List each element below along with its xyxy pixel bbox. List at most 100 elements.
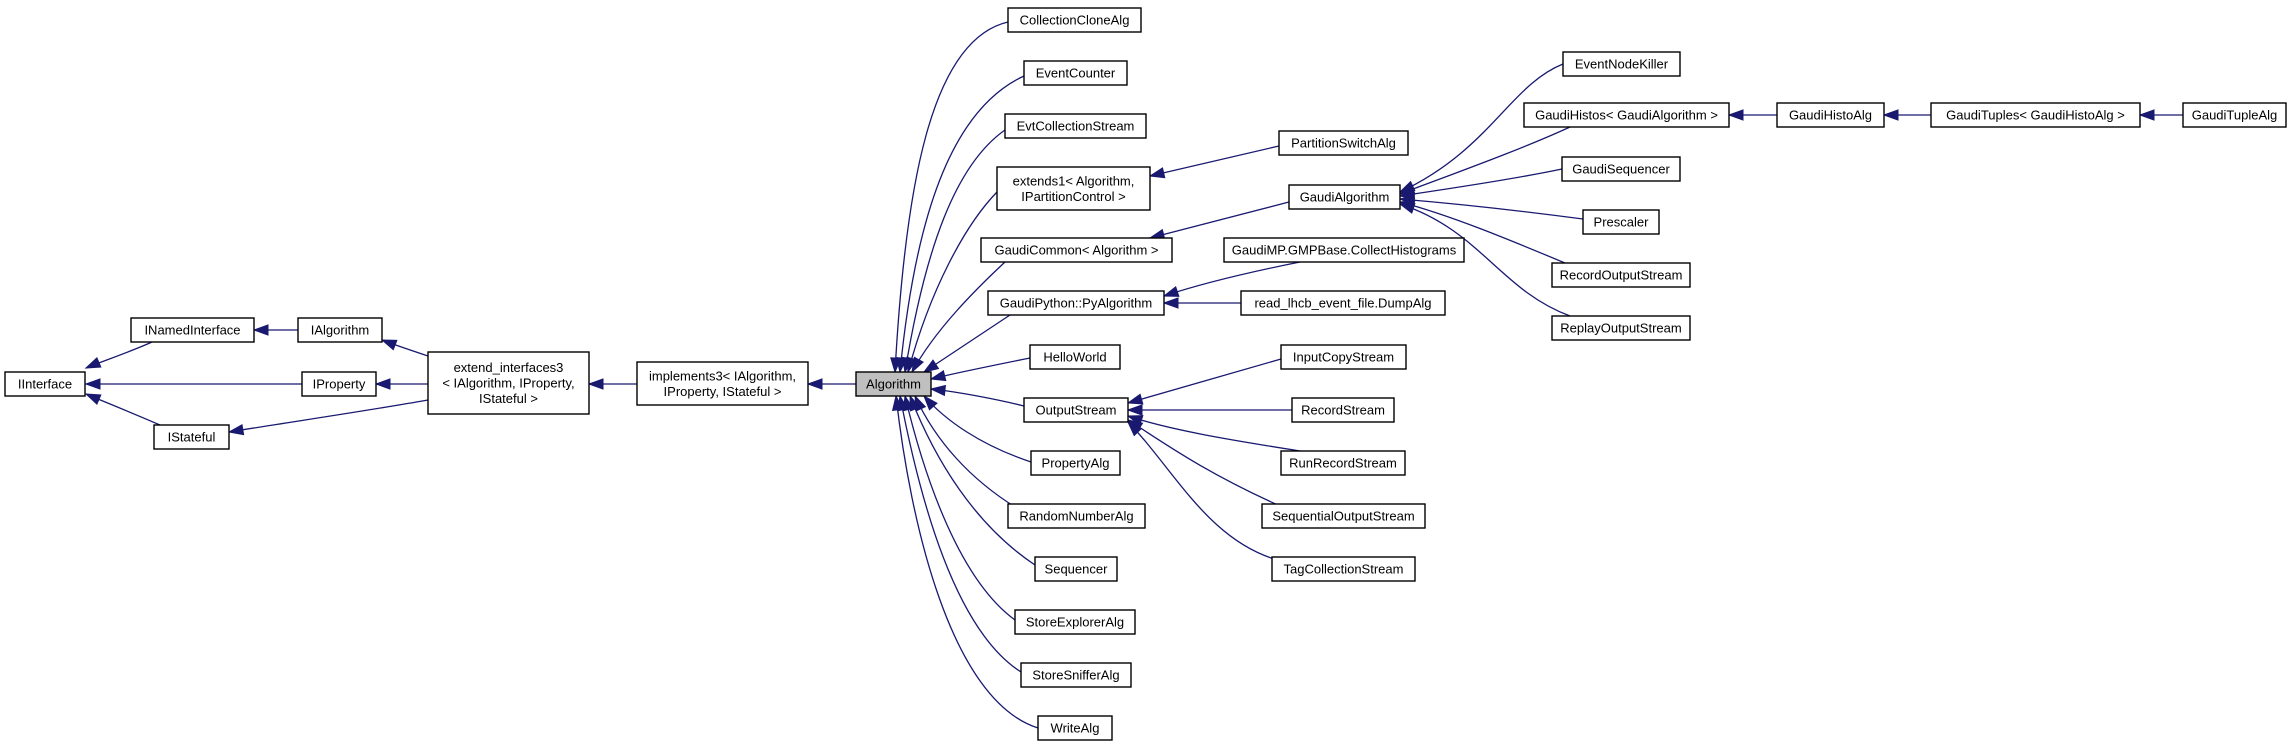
- class-node-inputcopystream[interactable]: InputCopyStream: [1280, 344, 1407, 370]
- class-node-istateful[interactable]: IStateful: [153, 424, 230, 450]
- class-box[interactable]: [130, 317, 255, 343]
- class-node-gaudisequencer[interactable]: GaudiSequencer: [1561, 156, 1681, 182]
- class-box[interactable]: [297, 317, 383, 343]
- class-box[interactable]: [427, 351, 590, 415]
- inheritance-edge-algorithm-to-implements3: [806, 378, 856, 390]
- arrowhead-icon: [929, 384, 947, 397]
- class-box[interactable]: [1023, 397, 1129, 423]
- class-box[interactable]: [1271, 556, 1416, 582]
- class-box[interactable]: [1551, 315, 1691, 341]
- class-node-eventcounter[interactable]: EventCounter: [1023, 60, 1128, 86]
- class-box[interactable]: [1037, 715, 1113, 741]
- class-box[interactable]: [987, 290, 1165, 316]
- class-box[interactable]: [980, 237, 1173, 263]
- inheritance-edge-implements3-to-extend_interfaces3: [587, 378, 637, 390]
- class-box[interactable]: [1029, 344, 1121, 370]
- class-node-gaudialgorithm[interactable]: GaudiAlgorithm: [1288, 184, 1401, 210]
- class-node-randomnumberalg[interactable]: RandomNumberAlg: [1007, 503, 1146, 529]
- class-node-helloworld[interactable]: HelloWorld: [1029, 344, 1121, 370]
- class-name-label: IInterface: [18, 377, 72, 392]
- class-node-eventnodekiller[interactable]: EventNodeKiller: [1562, 51, 1681, 77]
- class-box[interactable]: [1034, 556, 1118, 582]
- inheritance-edge-istateful-to-iinterface: [84, 393, 161, 426]
- class-node-collecthistograms[interactable]: GaudiMP.GMPBase.CollectHistograms: [1223, 237, 1465, 263]
- class-box[interactable]: [301, 371, 377, 397]
- class-box[interactable]: [1930, 102, 2141, 128]
- class-box[interactable]: [153, 424, 230, 450]
- class-node-ialgorithm[interactable]: IAlgorithm: [297, 317, 383, 343]
- class-node-storesnifferalg[interactable]: StoreSnifferAlg: [1020, 662, 1132, 688]
- class-box[interactable]: [1278, 130, 1409, 156]
- inheritance-edge-runrecordstream-to-outputstream: [1126, 415, 1301, 452]
- class-box[interactable]: [1561, 156, 1681, 182]
- inheritance-edge-randomnumberalg-to-algorithm: [914, 394, 1021, 511]
- class-name-label: CollectionCloneAlg: [1020, 13, 1130, 28]
- edge-line: [1399, 168, 1563, 197]
- class-box[interactable]: [1291, 397, 1395, 423]
- class-node-partitionswitchalg[interactable]: PartitionSwitchAlg: [1278, 130, 1409, 156]
- class-box[interactable]: [1562, 51, 1681, 77]
- class-node-storeexploreralg[interactable]: StoreExplorerAlg: [1014, 609, 1136, 635]
- class-node-gaudipython_pyalgorithm[interactable]: GaudiPython::PyAlgorithm: [987, 290, 1165, 316]
- class-node-recordoutputstream[interactable]: RecordOutputStream: [1551, 262, 1691, 288]
- class-node-implements3[interactable]: implements3< IAlgorithm,IProperty, IStat…: [636, 361, 809, 406]
- class-box[interactable]: [1280, 450, 1406, 476]
- class-node-gaudituples[interactable]: GaudiTuples< GaudiHistoAlg >: [1930, 102, 2141, 128]
- class-box[interactable]: [1030, 450, 1121, 476]
- class-node-outputstream[interactable]: OutputStream: [1023, 397, 1129, 423]
- class-box[interactable]: [1004, 113, 1147, 139]
- edge-line: [904, 129, 1006, 373]
- class-name-label: extend_interfaces3: [454, 360, 564, 375]
- class-node-extend_interfaces3[interactable]: extend_interfaces3< IAlgorithm, IPropert…: [427, 351, 590, 415]
- class-node-algorithm[interactable]: Algorithm: [855, 371, 932, 397]
- class-node-gaudicommon[interactable]: GaudiCommon< Algorithm >: [980, 237, 1173, 263]
- class-name-label: RandomNumberAlg: [1019, 509, 1133, 524]
- class-box[interactable]: [1582, 209, 1660, 235]
- class-node-extends1[interactable]: extends1< Algorithm,IPartitionControl >: [996, 166, 1151, 211]
- class-name-label: RunRecordStream: [1289, 456, 1397, 471]
- class-node-prescaler[interactable]: Prescaler: [1582, 209, 1660, 235]
- class-box[interactable]: [1523, 102, 1730, 128]
- class-box[interactable]: [1551, 262, 1691, 288]
- class-box[interactable]: [1240, 290, 1446, 316]
- class-name-label: ReplayOutputStream: [1560, 321, 1681, 336]
- class-box[interactable]: [1288, 184, 1401, 210]
- arrowhead-icon: [380, 339, 398, 351]
- class-node-recordstream[interactable]: RecordStream: [1291, 397, 1395, 423]
- class-box[interactable]: [2182, 102, 2287, 128]
- class-node-propertyalg[interactable]: PropertyAlg: [1030, 450, 1121, 476]
- highlighted-class-box[interactable]: [855, 371, 932, 397]
- class-box[interactable]: [1280, 344, 1407, 370]
- class-node-sequentialoutputstream[interactable]: SequentialOutputStream: [1261, 503, 1426, 529]
- class-box[interactable]: [4, 371, 86, 397]
- class-node-iinterface[interactable]: IInterface: [4, 371, 86, 397]
- class-box[interactable]: [1014, 609, 1136, 635]
- class-node-collectionclonealg[interactable]: CollectionCloneAlg: [1007, 7, 1142, 33]
- class-node-gaudihistos[interactable]: GaudiHistos< GaudiAlgorithm >: [1523, 102, 1730, 128]
- class-node-runrecordstream[interactable]: RunRecordStream: [1280, 450, 1406, 476]
- class-node-iproperty[interactable]: IProperty: [301, 371, 377, 397]
- class-node-sequencer[interactable]: Sequencer: [1034, 556, 1118, 582]
- class-node-writealg[interactable]: WriteAlg: [1037, 715, 1113, 741]
- class-box[interactable]: [1223, 237, 1465, 263]
- class-box[interactable]: [1023, 60, 1128, 86]
- arrowhead-icon: [806, 378, 823, 390]
- class-node-gaudihistoalg[interactable]: GaudiHistoAlg: [1776, 102, 1885, 128]
- class-node-inamedinterface[interactable]: INamedInterface: [130, 317, 255, 343]
- class-node-evtcollectionstream[interactable]: EvtCollectionStream: [1004, 113, 1147, 139]
- class-node-dumpalg[interactable]: read_lhcb_event_file.DumpAlg: [1240, 290, 1446, 316]
- class-name-label: GaudiMP.GMPBase.CollectHistograms: [1232, 243, 1457, 258]
- class-node-gaudituplealg[interactable]: GaudiTupleAlg: [2182, 102, 2287, 128]
- class-box[interactable]: [1007, 7, 1142, 33]
- inheritance-edge-replayoutputstream-to-gaudialgorithm: [1398, 203, 1571, 317]
- class-node-replayoutputstream[interactable]: ReplayOutputStream: [1551, 315, 1691, 341]
- class-name-label: EvtCollectionStream: [1017, 119, 1135, 134]
- class-box[interactable]: [636, 361, 809, 406]
- class-box[interactable]: [1020, 662, 1132, 688]
- class-box[interactable]: [1261, 503, 1426, 529]
- class-node-tagcollectionstream[interactable]: TagCollectionStream: [1271, 556, 1416, 582]
- class-box[interactable]: [1007, 503, 1146, 529]
- class-name-label: INamedInterface: [144, 323, 240, 338]
- class-box[interactable]: [996, 166, 1151, 211]
- class-box[interactable]: [1776, 102, 1885, 128]
